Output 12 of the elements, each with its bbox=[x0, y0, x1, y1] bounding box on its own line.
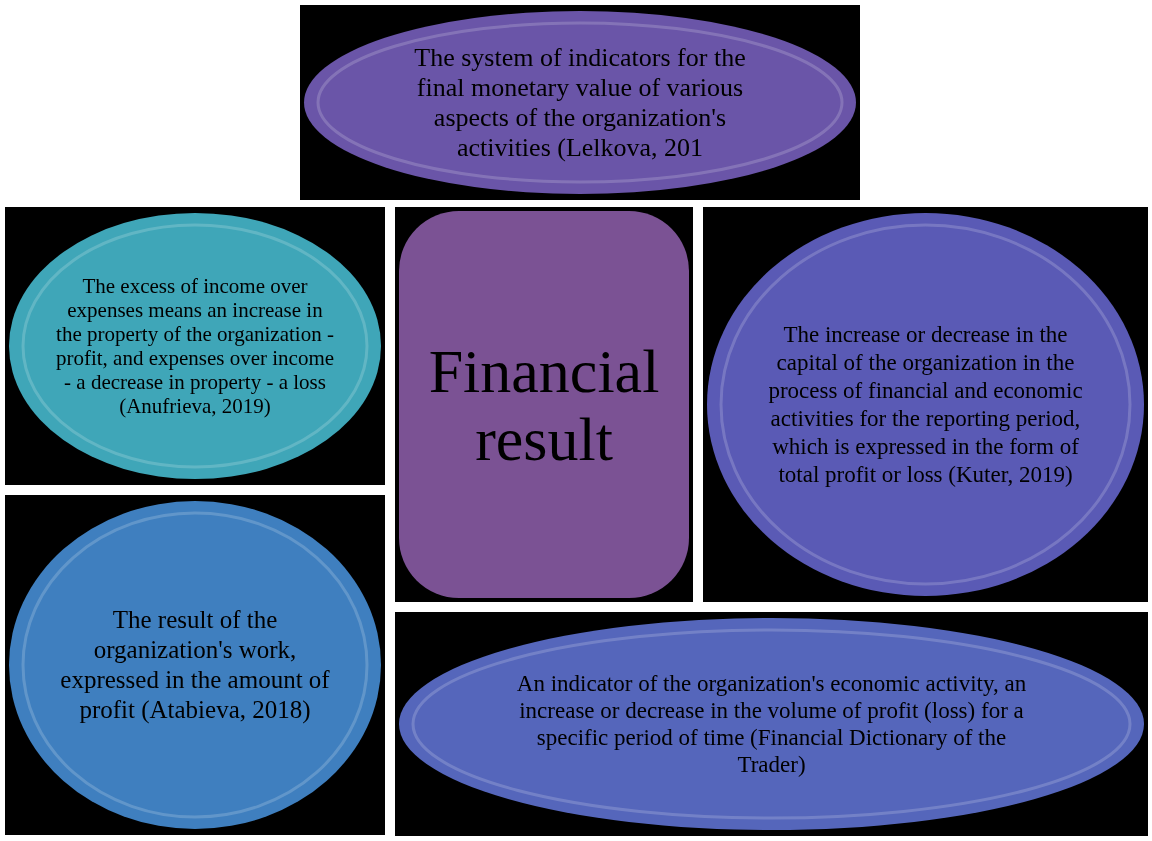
oval-panel bbox=[5, 495, 385, 835]
oval-panel bbox=[395, 612, 1148, 836]
title-text: Financial result bbox=[427, 336, 661, 473]
definition-text: An indicator of the organization's economic activity, an increase or decrease in the volume of profit (loss) for a specific period of time (Financial Dictionary of the Trader) bbox=[515, 670, 1028, 778]
oval-panel bbox=[703, 207, 1148, 602]
definition-text: The system of indicators for the final monetary value of various aspects of the organization's activities (Lelkova, 201 bbox=[413, 42, 747, 163]
definition-text: The excess of income over expenses means an increase in the property of the organization - profit, and expenses over income - a decrease in property - a loss (Anufrieva, 2019) bbox=[55, 274, 335, 418]
definition-text: The increase or decrease in the capital of the organization in the process of financial and economic activities for the reporting period, which is expressed in the form of total profit or loss (Kuter, 2019) bbox=[768, 320, 1083, 489]
oval-panel bbox=[395, 207, 693, 602]
definition-text: The result of the organization's work, expressed in the amount of profit (Atabieva, 2018) bbox=[60, 605, 330, 725]
oval-panel bbox=[300, 5, 860, 200]
oval-panel bbox=[5, 207, 385, 485]
